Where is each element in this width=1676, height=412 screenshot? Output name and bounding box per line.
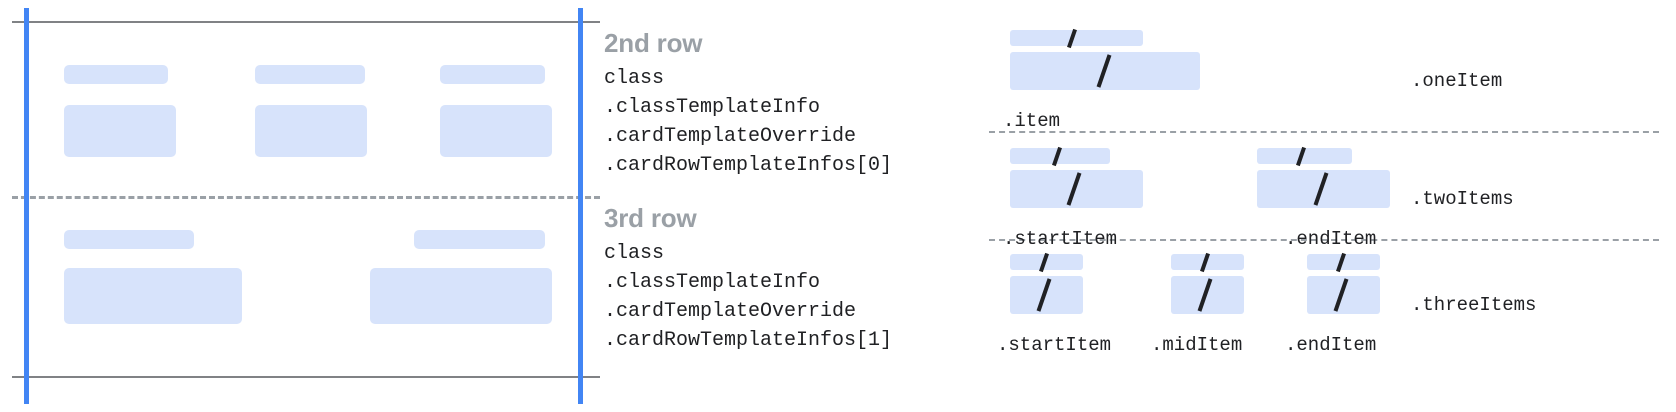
placeholder-label [1010,30,1143,46]
code-line: .cardTemplateOverride [604,300,857,323]
variant-separator [989,239,1659,241]
item-slot [1010,28,1210,100]
placeholder-label [1010,148,1110,164]
variant-three-items: .startItem .midItem .endItem .threeItems [975,246,1676,361]
variant-label: .oneItem [1411,70,1503,92]
bottom-boundary-rule [12,376,600,378]
card-row-layout-preview [0,0,600,412]
slot-label: .startItem [1003,228,1118,250]
code-line: .cardRowTemplateInfos[1] [604,329,893,352]
code-line: class [604,242,665,265]
variant-one-item: .item .oneItem [975,22,1676,132]
third-row-annotation: 3rd row class .classTemplateInfo .cardTe… [604,203,892,355]
placeholder-label [1257,148,1352,164]
right-margin-guide [578,8,583,404]
placeholder-label [1010,254,1083,270]
row-divider-dashed [12,196,600,199]
item-slot [1307,252,1417,324]
code-line: .classTemplateInfo [604,96,821,119]
slot-label: .endItem [1285,228,1377,250]
top-boundary-rule [12,21,600,23]
placeholder-image [370,268,552,324]
slot-label: .endItem [1285,334,1377,356]
row-item-variants: .item .oneItem .startItem .endItem .twoI… [975,0,1676,412]
variant-label: .threeItems [1411,294,1537,316]
slot-label: .midItem [1151,334,1243,356]
row-title: 3rd row [604,203,697,233]
placeholder-image [64,105,176,157]
placeholder-image [64,268,242,324]
variant-label: .twoItems [1411,188,1514,210]
row-annotations: 2nd row class .classTemplateInfo .cardTe… [604,0,964,412]
code-line: .cardRowTemplateInfos[0] [604,154,893,177]
code-line: .cardTemplateOverride [604,125,857,148]
placeholder-label [255,65,365,84]
item-slot [1171,252,1281,324]
placeholder-label [64,230,194,249]
slot-label: .item [1003,110,1061,132]
placeholder-label [1307,254,1380,270]
item-slot [1257,146,1427,218]
placeholder-label [64,65,168,84]
item-slot [1010,146,1180,218]
variant-separator [989,131,1659,133]
code-line: class [604,67,665,90]
placeholder-image [255,105,367,157]
item-slot [1010,252,1120,324]
placeholder-label [414,230,545,249]
second-row-annotation: 2nd row class .classTemplateInfo .cardTe… [604,28,892,180]
slot-label: .startItem [997,334,1112,356]
code-line: .classTemplateInfo [604,271,821,294]
left-margin-guide [24,8,29,404]
placeholder-label [440,65,545,84]
placeholder-image [440,105,552,157]
placeholder-label [1171,254,1244,270]
row-title: 2nd row [604,28,703,58]
